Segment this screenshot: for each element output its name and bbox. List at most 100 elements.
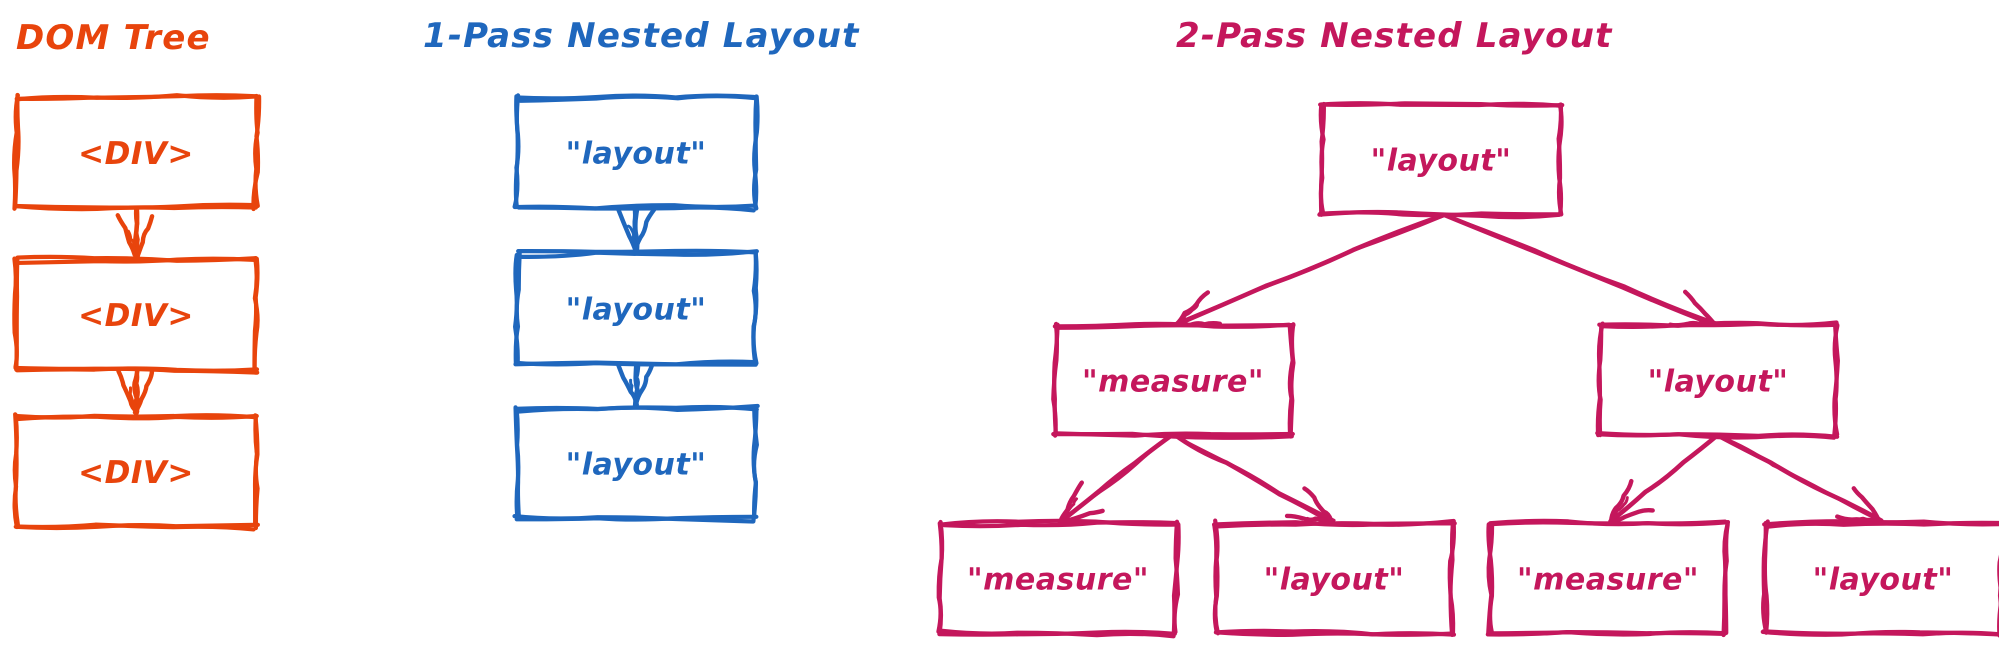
edge-onepass-node-1-to-onepass-node-2-head-right — [633, 207, 657, 252]
edge-dom-node-2-to-dom-node-3-head-right — [132, 369, 155, 415]
node-border-left — [513, 249, 522, 365]
node-fill — [517, 253, 755, 363]
node-fill — [16, 416, 256, 526]
edge-dom-node-1-to-dom-node-2-head-left-2 — [126, 229, 137, 255]
edge-onepass-node-2-to-onepass-node-3-head-left-2 — [629, 378, 639, 404]
node-border-top — [516, 403, 760, 414]
node-onepass-node-1[interactable] — [512, 93, 760, 213]
node-twopass-leaf-2[interactable] — [1211, 518, 1457, 637]
node-border-top — [515, 249, 759, 259]
edge-twopass-mid-left-to-twopass-leaf-2-shaft-2 — [1173, 434, 1336, 522]
node-fill — [1765, 523, 1999, 633]
edge-twopass-mid-right-to-twopass-leaf-3-shaft-2 — [1609, 434, 1720, 523]
node-border-left — [1595, 321, 1605, 438]
node-fill — [1600, 325, 1836, 435]
node-dom-node-2[interactable] — [12, 254, 260, 375]
node-border-bottom — [14, 522, 256, 532]
node-twopass-root[interactable] — [1317, 101, 1565, 220]
node-border-left — [936, 519, 945, 634]
node-border-right — [251, 94, 262, 212]
node-border-right — [752, 94, 760, 209]
node-fill — [940, 523, 1176, 633]
node-border-left — [1212, 518, 1220, 634]
node-onepass-node-3[interactable] — [512, 403, 760, 524]
node-dom-node-1[interactable] — [12, 92, 262, 212]
edge-onepass-node-1-to-onepass-node-2-head-left-2 — [626, 224, 638, 247]
node-border-bottom — [14, 204, 258, 212]
node-border-bottom — [13, 365, 260, 375]
edge-twopass-root-to-twopass-mid-left-head-left-2 — [1177, 303, 1200, 323]
node-twopass-leaf-3[interactable] — [1485, 518, 1731, 638]
node-border-top — [516, 248, 759, 255]
node-border-right — [1448, 523, 1455, 637]
node-twopass-leaf-4[interactable] — [1760, 519, 1999, 638]
node-border-left — [1052, 322, 1060, 435]
node-border-right — [252, 257, 260, 374]
panel-title-dom-tree: DOM Tree — [16, 18, 211, 58]
node-border-top — [518, 94, 758, 103]
edge-twopass-mid-right-to-twopass-leaf-3-head-left — [1608, 478, 1634, 525]
node-dom-node-3[interactable] — [12, 412, 260, 532]
node-border-left — [13, 92, 21, 210]
edge-twopass-mid-left-to-twopass-leaf-2-head-right — [1302, 486, 1334, 523]
node-border-bottom — [512, 204, 756, 213]
panel-one-pass-nested-layout-edges — [615, 203, 657, 409]
edge-dom-node-2-to-dom-node-3-head-left-2 — [128, 386, 138, 411]
node-border-bottom — [512, 514, 756, 524]
node-fill — [1216, 523, 1452, 633]
edge-twopass-mid-left-to-twopass-leaf-1-head-left-2 — [1061, 497, 1079, 521]
node-border-top — [1056, 322, 1296, 330]
node-border-left — [14, 255, 20, 372]
node-border-right — [1721, 522, 1730, 638]
node-fill — [517, 408, 755, 518]
node-border-right — [751, 407, 759, 523]
edge-onepass-node-2-to-onepass-node-3-head-right — [633, 363, 655, 407]
node-onepass-node-2[interactable] — [513, 248, 759, 367]
edge-dom-node-1-to-dom-node-2-shaft-2 — [135, 205, 140, 258]
node-border-top — [941, 520, 1180, 529]
node-twopass-mid-left[interactable] — [1051, 321, 1296, 440]
node-border-top — [1215, 521, 1457, 529]
node-border-bottom — [1213, 630, 1453, 637]
node-twopass-mid-right[interactable] — [1595, 320, 1840, 440]
edge-twopass-mid-right-to-twopass-leaf-3-head-right — [1608, 507, 1655, 524]
node-border-bottom — [513, 360, 758, 367]
node-fill — [1490, 523, 1726, 633]
panel-two-pass-nested-layout — [936, 101, 1999, 639]
node-border-left — [514, 406, 521, 521]
panel-one-pass-nested-layout — [512, 93, 760, 524]
edge-twopass-mid-right-to-twopass-leaf-4-head-right — [1851, 486, 1883, 526]
node-border-left — [1318, 102, 1326, 215]
node-border-bottom — [1760, 629, 1999, 637]
node-border-top — [15, 413, 259, 422]
node-border-left — [1761, 519, 1770, 635]
node-border-right — [1288, 322, 1296, 439]
panel-dom-tree-edges — [115, 205, 155, 416]
node-border-left — [12, 412, 19, 530]
node-border-bottom — [1595, 431, 1837, 440]
node-border-bottom — [1317, 209, 1562, 220]
node-fill — [517, 97, 755, 207]
node-border-right — [253, 414, 260, 531]
edge-twopass-root-to-twopass-mid-right-head-right — [1682, 289, 1718, 327]
edge-twopass-mid-right-to-twopass-leaf-4-shaft-2 — [1719, 435, 1883, 523]
panel-dom-tree — [12, 92, 262, 532]
edge-twopass-mid-right-to-twopass-leaf-3-head-left-2 — [1611, 496, 1629, 521]
node-border-bottom — [937, 628, 1176, 639]
node-fill — [1322, 104, 1560, 214]
edge-twopass-root-to-twopass-mid-right-shaft-2 — [1442, 213, 1719, 325]
node-fill — [16, 97, 256, 207]
node-border-right — [1171, 522, 1181, 637]
edge-twopass-mid-left-to-twopass-leaf-1-head-left — [1058, 480, 1084, 522]
edge-twopass-root-to-twopass-mid-left-shaft-2 — [1174, 214, 1445, 326]
node-border-top — [1489, 519, 1728, 527]
node-border-left — [512, 94, 521, 209]
panel-title-one-pass-nested-layout: 1-Pass Nested Layout — [423, 16, 860, 56]
node-border-right — [751, 249, 758, 366]
node-twopass-leaf-1[interactable] — [936, 518, 1181, 639]
node-border-top — [1764, 520, 1999, 529]
edge-dom-node-2-to-dom-node-3-head-left — [116, 368, 140, 414]
node-border-bottom — [1051, 431, 1294, 440]
